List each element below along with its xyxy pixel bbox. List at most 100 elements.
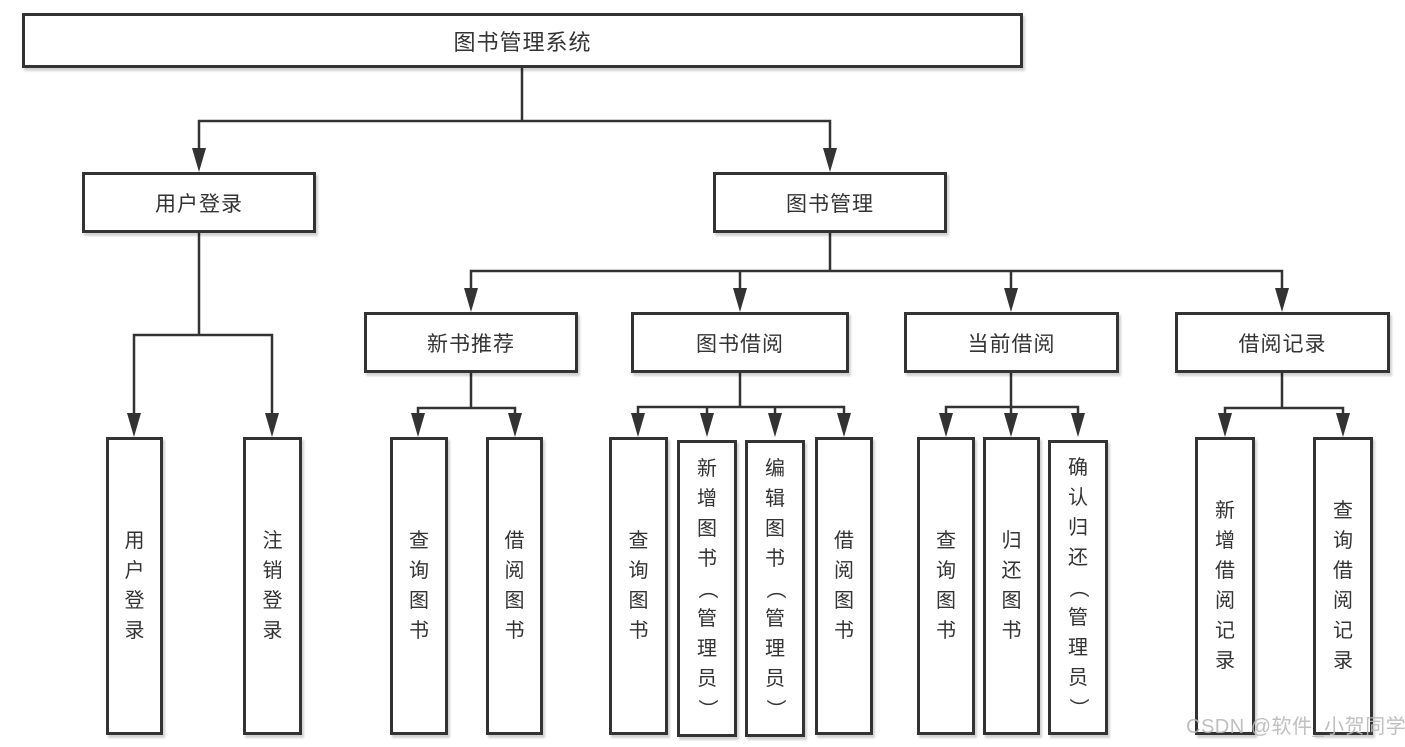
vertical-label-char: 增 <box>697 487 717 510</box>
vertical-label-char: 图 <box>628 590 649 612</box>
vertical-label-char: 归 <box>1001 530 1022 552</box>
vertical-label-char: 员 <box>765 667 785 690</box>
connector-line <box>1223 371 1345 418</box>
vertical-label-char: （ <box>764 578 786 599</box>
connector-line <box>469 231 1284 294</box>
arrowhead-icon <box>1336 413 1350 437</box>
vertical-label-char: 辑 <box>765 487 785 510</box>
vertical-label-char: 增 <box>1215 530 1235 552</box>
vertical-label-char: 管 <box>697 607 717 630</box>
vertical-label-char: 书 <box>504 620 525 642</box>
vertical-label-char: 归 <box>1068 516 1088 539</box>
vertical-label-char: 新 <box>1215 500 1235 522</box>
leaf-borrow-books: 借阅图书 <box>815 437 873 735</box>
node-new-book-recommend: 新书推荐 <box>364 312 578 373</box>
leaf-return-books: 归还图书 <box>983 437 1040 735</box>
arrowhead-icon <box>837 413 851 437</box>
arrowhead-icon <box>464 288 478 312</box>
arrowhead-icon <box>1004 413 1018 437</box>
vertical-label-char: 图 <box>504 590 525 612</box>
vertical-label-char: 理 <box>765 637 785 660</box>
leaf-add-books-admin: 新增图书（管理员） <box>677 440 737 737</box>
arrowhead-icon <box>700 413 714 437</box>
vertical-label-char: 理 <box>697 637 717 660</box>
arrowhead-icon <box>631 413 645 437</box>
vertical-label-char: 图 <box>409 590 429 612</box>
vertical-label-char: 图 <box>1001 590 1022 612</box>
vertical-label-char: 借 <box>834 530 854 552</box>
connector-line <box>132 231 274 418</box>
vertical-label-char: 录 <box>1333 650 1353 672</box>
vertical-label-char: 户 <box>124 560 145 582</box>
leaf-query-borrow-record: 查询借阅记录 <box>1313 437 1373 735</box>
vertical-label-char: 还 <box>1001 560 1022 582</box>
arrowhead-icon <box>192 148 206 172</box>
vertical-label-char: 录 <box>124 620 145 642</box>
vertical-label-char: 询 <box>628 560 649 582</box>
vertical-label-char: 图 <box>697 517 717 540</box>
vertical-label-char: 还 <box>1068 546 1088 569</box>
vertical-label-char: 销 <box>262 560 283 582</box>
vertical-label-char: 员 <box>697 667 717 690</box>
vertical-label-char: 图 <box>936 590 956 612</box>
leaf-edit-books-admin: 编辑图书（管理员） <box>745 440 805 737</box>
vertical-label-char: 询 <box>409 560 429 582</box>
vertical-label-char: 书 <box>1001 620 1022 642</box>
vertical-label-char: 借 <box>1215 560 1235 582</box>
connector-newbook-to-leaves <box>411 371 522 437</box>
vertical-label-char: 借 <box>1333 560 1353 582</box>
connector-line <box>944 371 1080 418</box>
arrowhead-icon <box>823 148 837 172</box>
leaf-query-books-borrow: 查询图书 <box>609 437 668 735</box>
vertical-label-char: 书 <box>697 547 717 570</box>
vertical-label-char: 录 <box>1215 650 1235 672</box>
arrowhead-icon <box>1071 413 1085 437</box>
vertical-label-char: 认 <box>1068 486 1088 509</box>
vertical-label-char: 记 <box>1215 620 1235 642</box>
leaf-add-borrow-record: 新增借阅记录 <box>1195 437 1255 735</box>
vertical-label-char: 书 <box>834 620 854 642</box>
vertical-label-char: 查 <box>936 530 956 552</box>
vertical-label-char: 用 <box>124 530 145 552</box>
vertical-label-char: 查 <box>409 530 429 552</box>
vertical-label-char: 员 <box>1068 666 1088 689</box>
vertical-label-char: 询 <box>1333 530 1353 552</box>
arrowhead-icon <box>127 413 141 437</box>
vertical-label-char: 阅 <box>504 560 525 582</box>
vertical-label-char: 管 <box>1068 606 1088 629</box>
vertical-label-char: 阅 <box>834 560 854 582</box>
vertical-label-char: ） <box>1067 697 1089 718</box>
vertical-label-char: 登 <box>124 590 145 612</box>
vertical-label-char: 理 <box>1068 636 1088 659</box>
leaf-query-books-recommend: 查询图书 <box>390 437 448 735</box>
vertical-label-char: 图 <box>765 517 785 540</box>
node-current-borrow: 当前借阅 <box>904 312 1119 373</box>
vertical-label-char: 新 <box>697 457 717 480</box>
vertical-label-char: 登 <box>262 590 283 612</box>
vertical-label-char: 阅 <box>1215 590 1235 612</box>
arrowhead-icon <box>1275 288 1289 312</box>
arrowhead-icon <box>411 413 425 437</box>
connector-userlogin-to-leaves <box>127 231 279 437</box>
vertical-label-char: 录 <box>262 620 283 642</box>
vertical-label-char: 询 <box>936 560 956 582</box>
vertical-label-char: 查 <box>1333 500 1353 522</box>
connector-bookmgmt-to-level3 <box>464 231 1289 312</box>
arrowhead-icon <box>508 413 522 437</box>
arrowhead-icon <box>1218 413 1232 437</box>
connector-line <box>636 371 846 418</box>
connector-root-to-level2 <box>192 66 837 172</box>
vertical-label-char: ） <box>696 698 718 719</box>
connector-borrowrecords-to-leaves <box>1218 371 1350 437</box>
vertical-label-char: 查 <box>628 530 649 552</box>
connector-line <box>197 66 832 154</box>
leaf-confirm-return-admin: 确认归还（管理员） <box>1048 440 1108 735</box>
connector-currentborrow-to-leaves <box>939 371 1085 437</box>
vertical-label-char: 书 <box>765 547 785 570</box>
arrowhead-icon <box>939 413 953 437</box>
connector-line <box>416 371 517 418</box>
arrowhead-icon <box>733 288 747 312</box>
vertical-label-char: 管 <box>765 607 785 630</box>
